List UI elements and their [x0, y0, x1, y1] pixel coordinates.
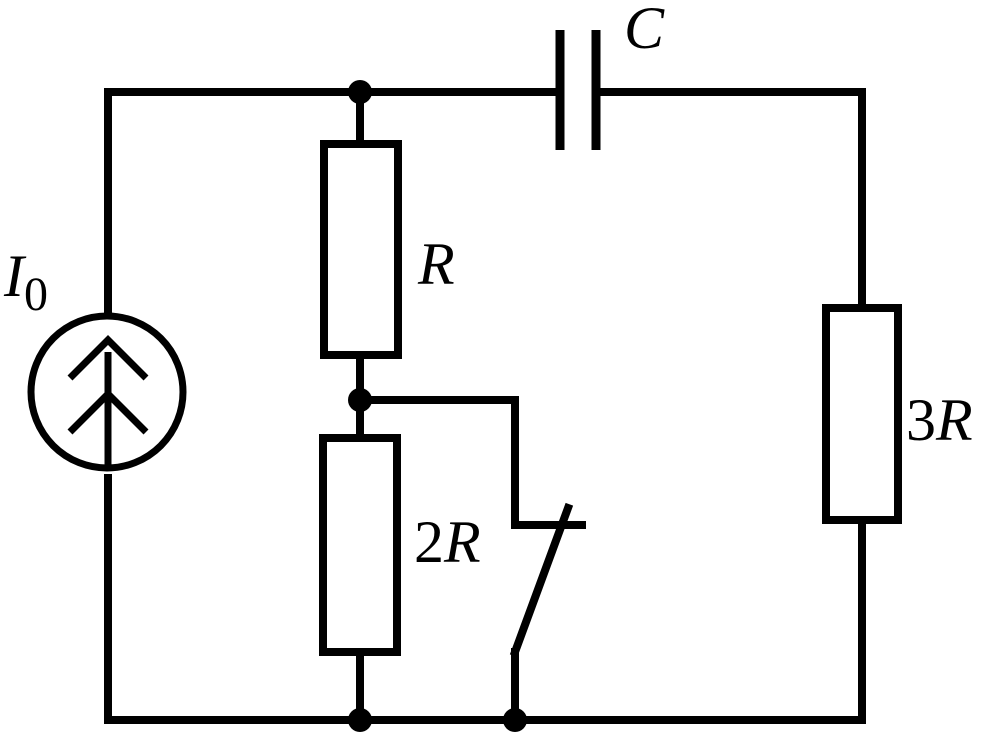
wires	[104, 88, 866, 724]
switch-blade	[509, 502, 574, 658]
chevron-up-icon	[67, 335, 149, 381]
label-resistor-2r-symbol: R	[443, 509, 481, 575]
node-middle	[348, 388, 372, 412]
label-resistor-3r-coef: 3	[906, 387, 936, 453]
resistor-r	[320, 140, 402, 359]
label-resistor-3r-symbol: R	[935, 387, 973, 453]
label-resistor-3r: 3R	[906, 387, 973, 453]
wire-top-right	[592, 88, 866, 312]
node-bottom-switch	[503, 708, 527, 732]
node-bottom-left	[348, 708, 372, 732]
label-source-subscript: 0	[24, 268, 48, 321]
label-source: I0	[3, 243, 48, 321]
current-source	[27, 312, 187, 472]
wire-top-left	[104, 88, 564, 329]
label-resistor-r: R	[417, 231, 455, 297]
label-resistor-2r-coef: 2	[414, 509, 444, 575]
capacitor	[555, 30, 601, 150]
resistor-3r	[822, 304, 902, 524]
wire-bottom	[104, 474, 866, 724]
wire-switch-upper	[356, 396, 586, 529]
resistor-2r	[319, 434, 401, 656]
label-resistor-2r: 2R	[414, 509, 481, 575]
label-capacitor: C	[624, 0, 665, 61]
chevron-up-icon	[67, 389, 149, 435]
label-source-symbol: I	[3, 243, 27, 309]
node-top	[348, 80, 372, 104]
